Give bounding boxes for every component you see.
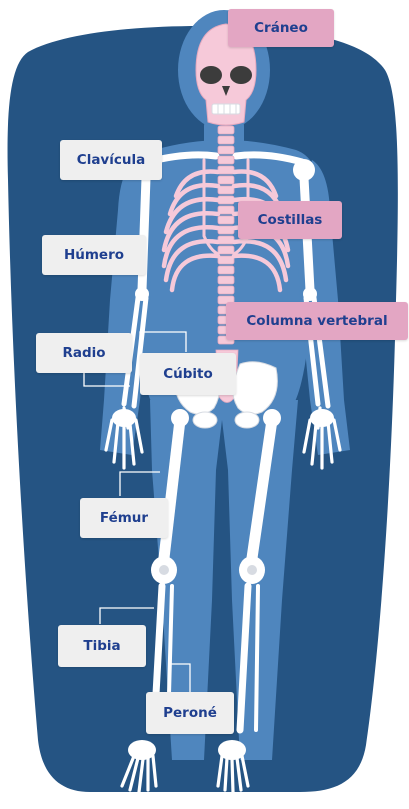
label-costillas: Costillas [238,201,342,239]
label-columna-vertebral: Columna vertebral [226,302,408,340]
label-femur: Fémur [80,498,168,538]
label-clavicula: Clavícula [60,140,162,180]
label-tibia: Tibia [58,625,146,667]
label-craneo: Cráneo [228,9,334,47]
label-humero: Húmero [42,235,146,275]
label-radio: Radio [36,333,132,373]
label-cubito: Cúbito [140,353,236,395]
label-perone: Peroné [146,692,234,734]
